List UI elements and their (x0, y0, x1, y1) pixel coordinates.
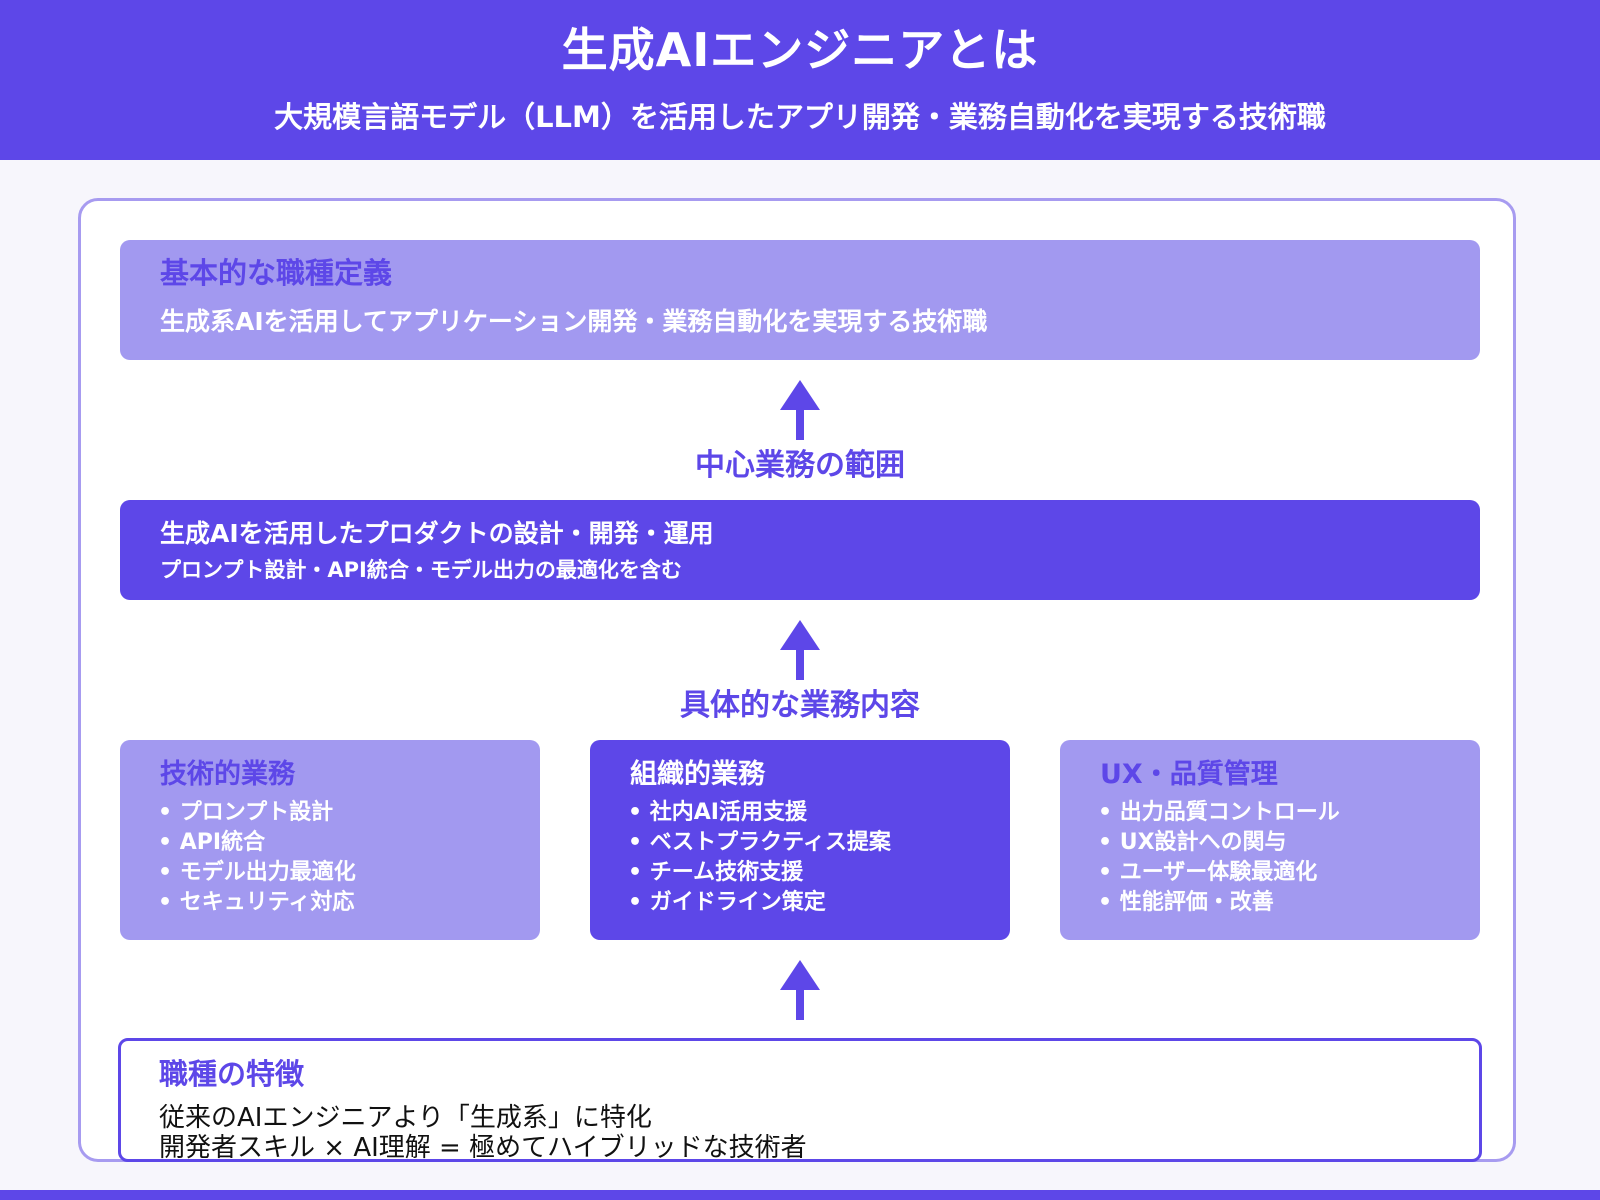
card-list: 社内AI活用支援 ベストプラクティス提案 チーム技術支援 ガイドライン策定 (628, 798, 891, 918)
core-scope-label: 中心業務の範囲 (695, 448, 905, 483)
list-item: プロンプト設計 (158, 798, 356, 828)
arrow-up-icon (780, 380, 820, 440)
list-item: 性能評価・改善 (1098, 888, 1340, 918)
list-item: ガイドライン策定 (628, 888, 891, 918)
page-header: 生成AIエンジニアとは 大規模言語モデル（LLM）を活用したアプリ開発・業務自動… (0, 0, 1600, 160)
card-technical: 技術的業務 プロンプト設計 API統合 モデル出力最適化 セキュリティ対応 (120, 740, 540, 940)
details-label: 具体的な業務内容 (680, 688, 920, 723)
definition-text: 生成系AIを活用してアプリケーション開発・業務自動化を実現する技術職 (160, 307, 988, 336)
definition-heading: 基本的な職種定義 (160, 256, 393, 290)
card-list: 出力品質コントロール UX設計への関与 ユーザー体験最適化 性能評価・改善 (1098, 798, 1340, 918)
card-ux-quality: UX・品質管理 出力品質コントロール UX設計への関与 ユーザー体験最適化 性能… (1060, 740, 1480, 940)
features-box: 職種の特徴 従来のAIエンジニアより「生成系」に特化 開発者スキル × AI理解… (118, 1038, 1482, 1163)
list-item: セキュリティ対応 (158, 888, 356, 918)
list-item: ベストプラクティス提案 (628, 828, 891, 858)
core-scope-main: 生成AIを活用したプロダクトの設計・開発・運用 (160, 519, 714, 548)
features-heading: 職種の特徴 (159, 1057, 305, 1091)
core-scope-sub: プロンプト設計・API統合・モデル出力の最適化を含む (160, 558, 682, 582)
card-heading: 技術的業務 (160, 759, 295, 790)
arrow-up-icon (780, 620, 820, 680)
list-item: モデル出力最適化 (158, 858, 356, 888)
list-item: 出力品質コントロール (1098, 798, 1340, 828)
list-item: ユーザー体験最適化 (1098, 858, 1340, 888)
card-heading: UX・品質管理 (1100, 759, 1278, 790)
page-subtitle: 大規模言語モデル（LLM）を活用したアプリ開発・業務自動化を実現する技術職 (274, 100, 1326, 134)
definition-box: 基本的な職種定義 生成系AIを活用してアプリケーション開発・業務自動化を実現する… (120, 240, 1480, 360)
card-organizational: 組織的業務 社内AI活用支援 ベストプラクティス提案 チーム技術支援 ガイドライ… (590, 740, 1010, 940)
footer-bar (0, 1190, 1600, 1200)
list-item: 社内AI活用支援 (628, 798, 891, 828)
arrow-up-icon (780, 960, 820, 1020)
card-heading: 組織的業務 (630, 759, 765, 790)
list-item: UX設計への関与 (1098, 828, 1340, 858)
core-scope-box: 生成AIを活用したプロダクトの設計・開発・運用 プロンプト設計・API統合・モデ… (120, 500, 1480, 600)
features-line: 従来のAIエンジニアより「生成系」に特化 (159, 1103, 652, 1133)
list-item: チーム技術支援 (628, 858, 891, 888)
page-title: 生成AIエンジニアとは (561, 23, 1039, 77)
features-line: 開発者スキル × AI理解 = 極めてハイブリッドな技術者 (159, 1133, 807, 1163)
card-list: プロンプト設計 API統合 モデル出力最適化 セキュリティ対応 (158, 798, 356, 918)
list-item: API統合 (158, 828, 356, 858)
